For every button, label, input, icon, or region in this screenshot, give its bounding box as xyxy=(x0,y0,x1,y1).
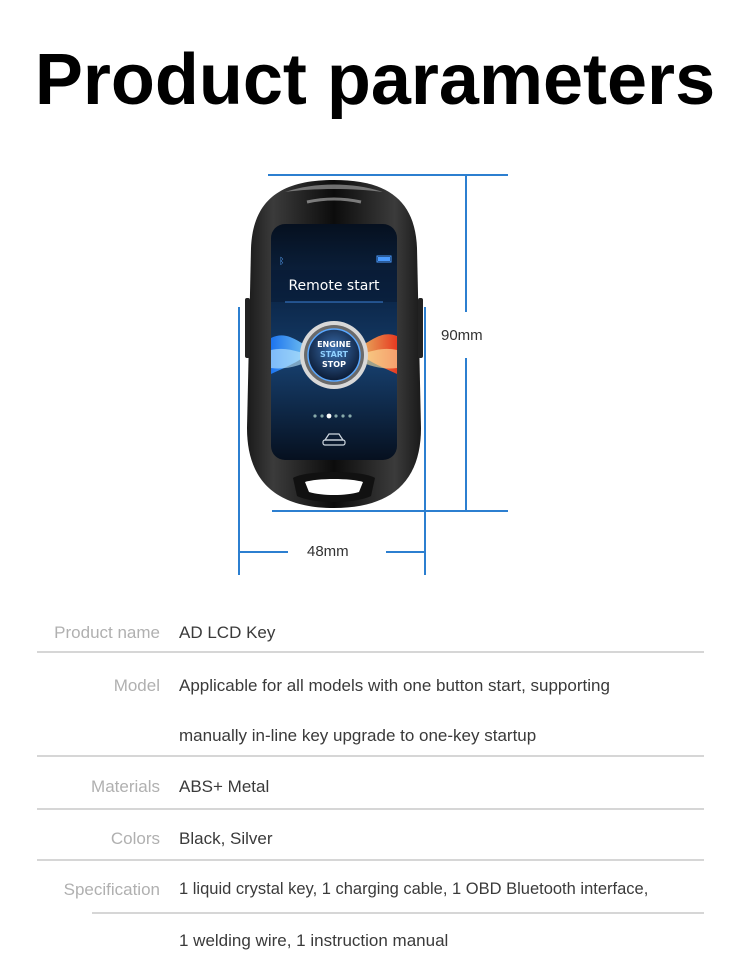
product-figure: 90mm 48mm xyxy=(238,174,508,575)
key-fob-graphic: ᛒ xyxy=(245,180,423,508)
page-title: Product parameters xyxy=(34,40,716,120)
spec-divider xyxy=(37,755,704,757)
spec-label: Colors xyxy=(110,829,160,848)
screen-title: Remote start xyxy=(288,278,380,294)
spec-value: Black, Silver xyxy=(179,829,273,848)
spec-label: Materials xyxy=(91,777,160,796)
spec-label: Specification xyxy=(63,880,160,899)
spec-divider xyxy=(37,808,704,810)
spec-divider xyxy=(92,912,704,914)
spec-divider xyxy=(37,859,704,861)
button-line: ENGINE xyxy=(317,340,351,349)
key-fob-image: ᛒ xyxy=(245,178,423,510)
height-label: 90mm xyxy=(437,327,487,344)
spec-value: Applicable for all models with one butto… xyxy=(179,676,610,695)
spec-value: 1 liquid crystal key, 1 charging cable, … xyxy=(179,880,649,898)
spec-label: Product name xyxy=(54,623,160,642)
spec-value: AD LCD Key xyxy=(179,623,276,642)
svg-text:ᛒ: ᛒ xyxy=(279,256,284,267)
spec-value: 1 welding wire, 1 instruction manual xyxy=(179,931,449,950)
spec-label: Model xyxy=(113,676,160,695)
width-line-right xyxy=(386,551,424,553)
engine-start-stop-button: ENGINE START STOP xyxy=(309,340,359,370)
button-line: STOP xyxy=(322,360,346,369)
height-vertical-bottom xyxy=(465,358,467,512)
height-bottom-line xyxy=(272,510,508,512)
width-right-vertical xyxy=(424,307,426,575)
width-left-vertical xyxy=(238,307,240,575)
width-line-left xyxy=(240,551,288,553)
spec-value: manually in-line key upgrade to one-key … xyxy=(179,726,537,745)
width-label: 48mm xyxy=(303,543,353,560)
spec-value: ABS+ Metal xyxy=(179,777,270,796)
height-vertical-top xyxy=(465,174,467,312)
height-top-line xyxy=(268,174,508,176)
spec-divider xyxy=(37,651,704,653)
button-line: START xyxy=(319,350,349,359)
